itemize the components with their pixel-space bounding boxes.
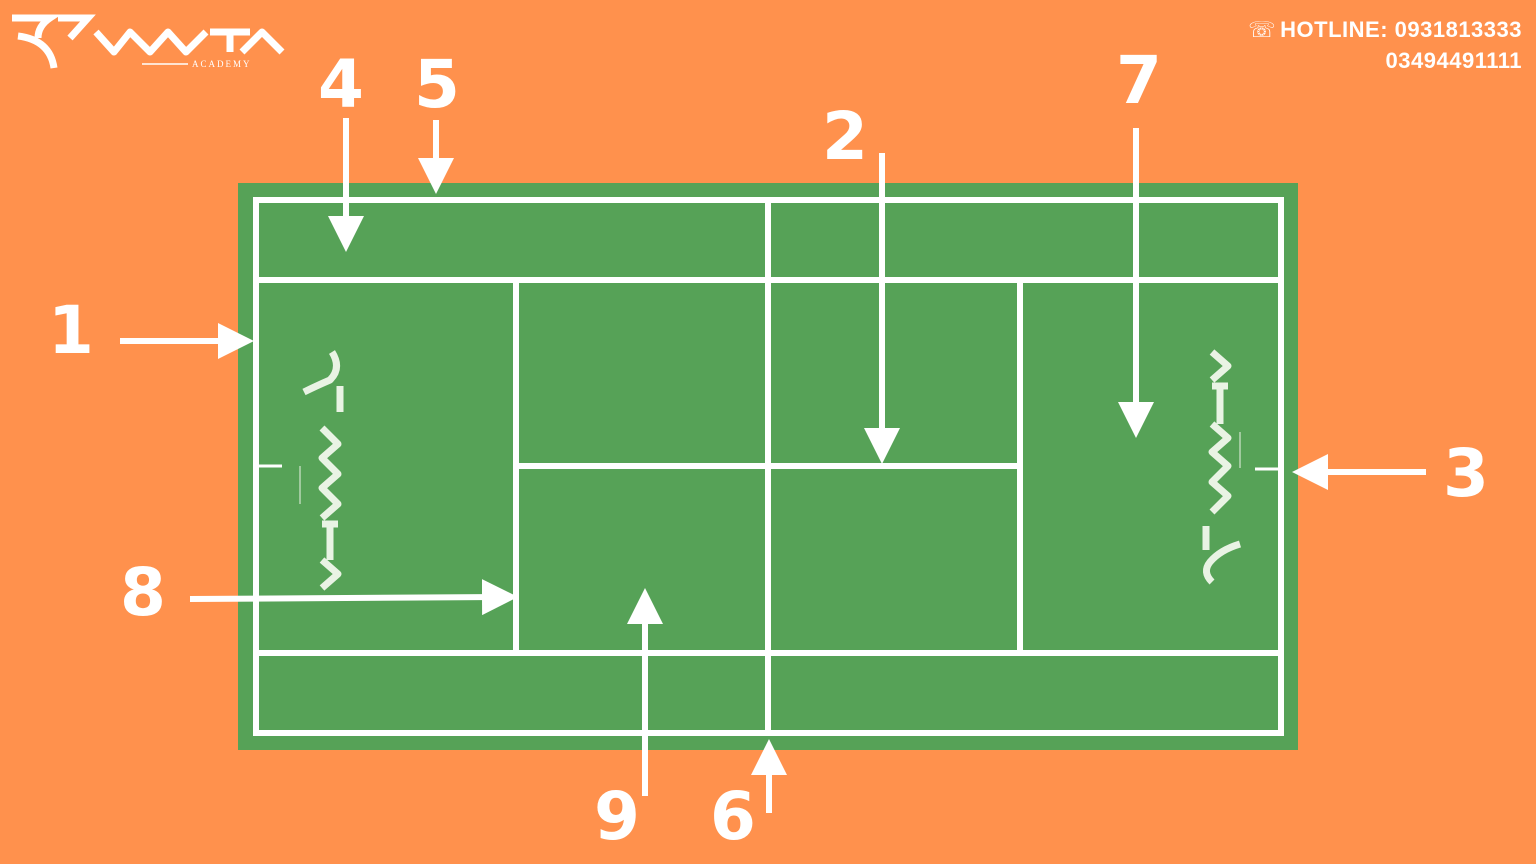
hotline: ☏HOTLINE: 0931813333 03494491111: [1248, 14, 1522, 76]
arrow-8: [189, 579, 518, 616]
phone-icon: ☏: [1248, 17, 1277, 42]
hotline-line-1: ☏HOTLINE: 0931813333: [1248, 14, 1522, 45]
logo-subtitle: ACADEMY: [192, 59, 252, 69]
callout-number-8: 8: [120, 554, 166, 631]
callout-number-1: 1: [48, 292, 94, 369]
hotline-label[interactable]: HOTLINE: 0931813333: [1280, 17, 1522, 42]
vnta-academy-logo: ACADEMY: [12, 14, 285, 69]
callout-number-4: 4: [318, 46, 364, 123]
hotline-second-number[interactable]: 03494491111: [1385, 48, 1522, 73]
court-logo-left: [299, 350, 344, 591]
callout-number-5: 5: [414, 46, 460, 123]
callout-number-3: 3: [1443, 435, 1489, 512]
callout-number-2: 2: [822, 98, 868, 175]
callout-number-6: 6: [710, 778, 756, 855]
callout-number-9: 9: [594, 778, 640, 855]
court-logo-right: [1202, 349, 1242, 585]
callout-arrows: [120, 118, 1426, 813]
callout-number-7: 7: [1116, 42, 1162, 119]
